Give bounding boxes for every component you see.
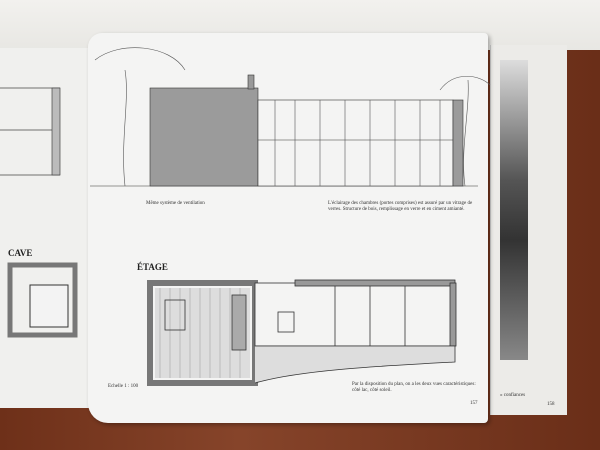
cave-heading: CAVE [8,248,33,258]
cave-plan [7,262,78,338]
etage-floor-plan [147,279,457,386]
right-page-number: 158 [547,402,555,407]
scale-label: Echelle 1 : 100 [108,384,139,389]
caption-plan: Par la disposition du plan, on a les deu… [352,382,476,393]
etage-heading: ÉTAGE [137,262,168,272]
right-page-photo [500,60,528,360]
right-caption: « confiances [500,393,526,398]
left-elevation [0,87,61,176]
left-page [0,48,100,408]
caption-ventilation: Même système de ventilation [146,201,205,206]
page-number: 157 [470,401,478,406]
house-elevation [90,47,491,187]
caption-lighting: L'éclairage des chambres (portes compris… [328,201,473,212]
